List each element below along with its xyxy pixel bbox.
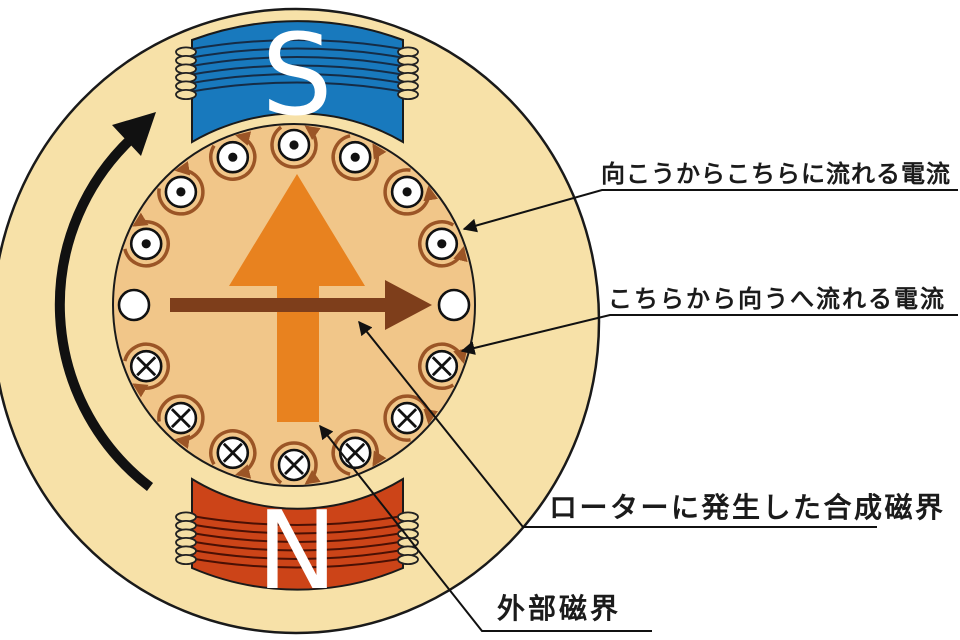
- current-out-conductor-icon: [209, 131, 257, 181]
- current-out-conductor-icon: [123, 212, 170, 268]
- field-circulation-arc-icon: [270, 441, 321, 485]
- current-out-conductor-icon: [270, 125, 321, 169]
- current-out-dot-icon: [176, 187, 186, 197]
- field-circulation-arc-icon: [270, 125, 321, 169]
- current-out-conductor-icon: [383, 168, 438, 216]
- n-pole-coil-loops-icon: [175, 511, 419, 566]
- field-circulation-arc-icon: [157, 394, 205, 449]
- current-out-dot-icon: [350, 152, 360, 162]
- field-circulation-arc-icon: [209, 429, 257, 479]
- label-rotor-field: ローターに発生した合成磁界: [549, 491, 946, 524]
- s-pole-label: S: [261, 11, 332, 141]
- current-in-cross-icon: [397, 408, 418, 429]
- field-circulation-arc-icon: [383, 168, 438, 216]
- current-out-conductor-icon: [418, 220, 468, 268]
- neutral-conductor-icon: [437, 288, 471, 322]
- current-out-dot-icon: [228, 152, 238, 162]
- n-pole-magnet: N: [175, 477, 419, 614]
- conductor-circle: [117, 288, 151, 322]
- current-out-dot-icon: [141, 239, 151, 249]
- current-out-dot-icon: [437, 239, 447, 249]
- current-in-conductor-icon: [123, 342, 170, 398]
- conductor-circle: [437, 288, 471, 322]
- s-pole-coil-winding: [185, 39, 409, 94]
- n-pole-coil-winding: [185, 514, 409, 569]
- rotation-arrow: [54, 134, 154, 491]
- current-in-conductor-icon: [157, 394, 205, 449]
- rotor-conductors: [117, 125, 471, 485]
- current-out-dot-icon: [402, 187, 412, 197]
- current-in-cross-icon: [284, 455, 304, 475]
- field-circulation-arc-icon: [418, 220, 468, 268]
- rotor-field-arrow: [170, 280, 432, 330]
- leader-current-in: [460, 314, 958, 355]
- current-out-conductor-icon: [331, 134, 387, 181]
- n-pole-label: N: [257, 489, 338, 614]
- s-pole-coil-loops-icon: [175, 46, 419, 101]
- leader-external-field: [319, 424, 652, 632]
- field-circulation-arc-icon: [209, 131, 257, 181]
- current-in-cross-icon: [136, 356, 157, 377]
- leader-current-out: [462, 189, 958, 233]
- current-in-cross-icon: [170, 408, 191, 429]
- label-current-in: こちらから向うへ流れる電流: [608, 285, 946, 313]
- field-circulation-arc-icon: [123, 342, 170, 398]
- leader-rotor-field: [358, 320, 877, 528]
- current-in-conductor-icon: [209, 429, 257, 479]
- annotations: 向こうからこちらに流れる電流 こちらから向うへ流れる電流 ローターに発生した合成…: [319, 160, 958, 632]
- field-circulation-arc-icon: [418, 342, 468, 390]
- neutral-conductor-icon: [117, 288, 151, 322]
- label-external-field: 外部磁界: [497, 592, 621, 625]
- current-in-cross-icon: [431, 356, 452, 377]
- current-in-cross-icon: [345, 442, 366, 463]
- field-circulation-arc-icon: [331, 429, 387, 476]
- current-in-cross-icon: [222, 442, 243, 463]
- current-in-conductor-icon: [270, 441, 321, 485]
- field-circulation-arc-icon: [123, 212, 170, 268]
- s-pole-magnet: S: [175, 11, 419, 144]
- label-current-out: 向こうからこちらに流れる電流: [601, 160, 951, 188]
- rotation-arrowhead-icon: [112, 112, 156, 156]
- field-circulation-arc-icon: [157, 161, 205, 216]
- current-out-dot-icon: [289, 140, 299, 150]
- current-out-conductor-icon: [157, 161, 205, 216]
- field-circulation-arc-icon: [331, 134, 387, 181]
- current-in-conductor-icon: [418, 342, 468, 390]
